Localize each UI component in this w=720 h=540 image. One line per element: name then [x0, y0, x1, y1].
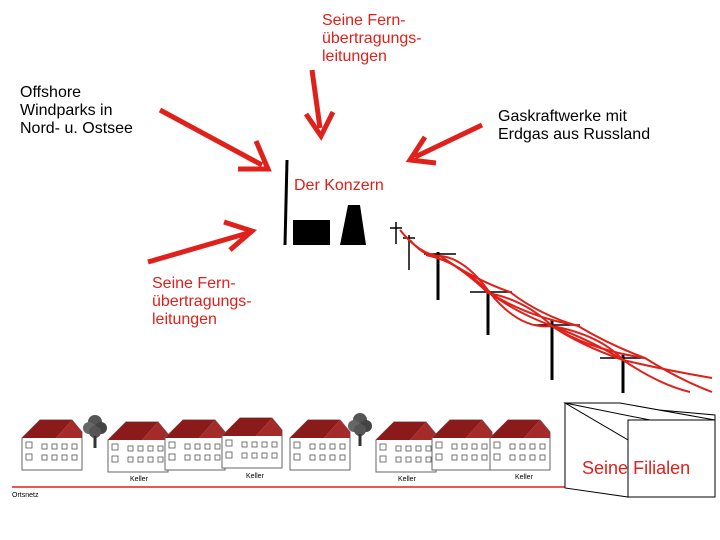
transmission-towers: [390, 222, 645, 393]
arrow-offshore: [158, 107, 272, 172]
ortsnetz-label: Ortsnetz: [12, 492, 39, 499]
keller-label: Keller: [246, 473, 265, 480]
label-filialen-seine: Seine: [582, 458, 629, 478]
label-top-lines: Seine Fern- übertragungs- leitungen: [322, 12, 422, 65]
label-left-lines: Seine Fern- übertragungs- leitungen: [152, 275, 252, 328]
arrow-gas: [405, 122, 484, 166]
label-filialen: Seine Filialen: [572, 441, 690, 477]
label-offshore: Offshore Windparks in Nord- u. Ostsee: [20, 84, 133, 137]
label-filialen-word: Filialen: [633, 458, 691, 478]
keller-label: Keller: [398, 476, 417, 483]
keller-label: Keller: [515, 474, 534, 481]
keller-labels: Keller Keller Keller Keller: [130, 473, 534, 483]
filialen-box: [563, 402, 716, 498]
keller-label: Keller: [130, 476, 149, 483]
label-konzern: Der Konzern: [294, 177, 384, 194]
power-lines: [399, 229, 713, 393]
houses-row: [21, 413, 551, 473]
arrow-top: [303, 69, 336, 141]
label-gas: Gaskraftwerke mit Erdgas aus Russland: [498, 108, 651, 143]
power-plant-icon: [283, 159, 366, 246]
arrow-left-lines: [147, 219, 258, 265]
